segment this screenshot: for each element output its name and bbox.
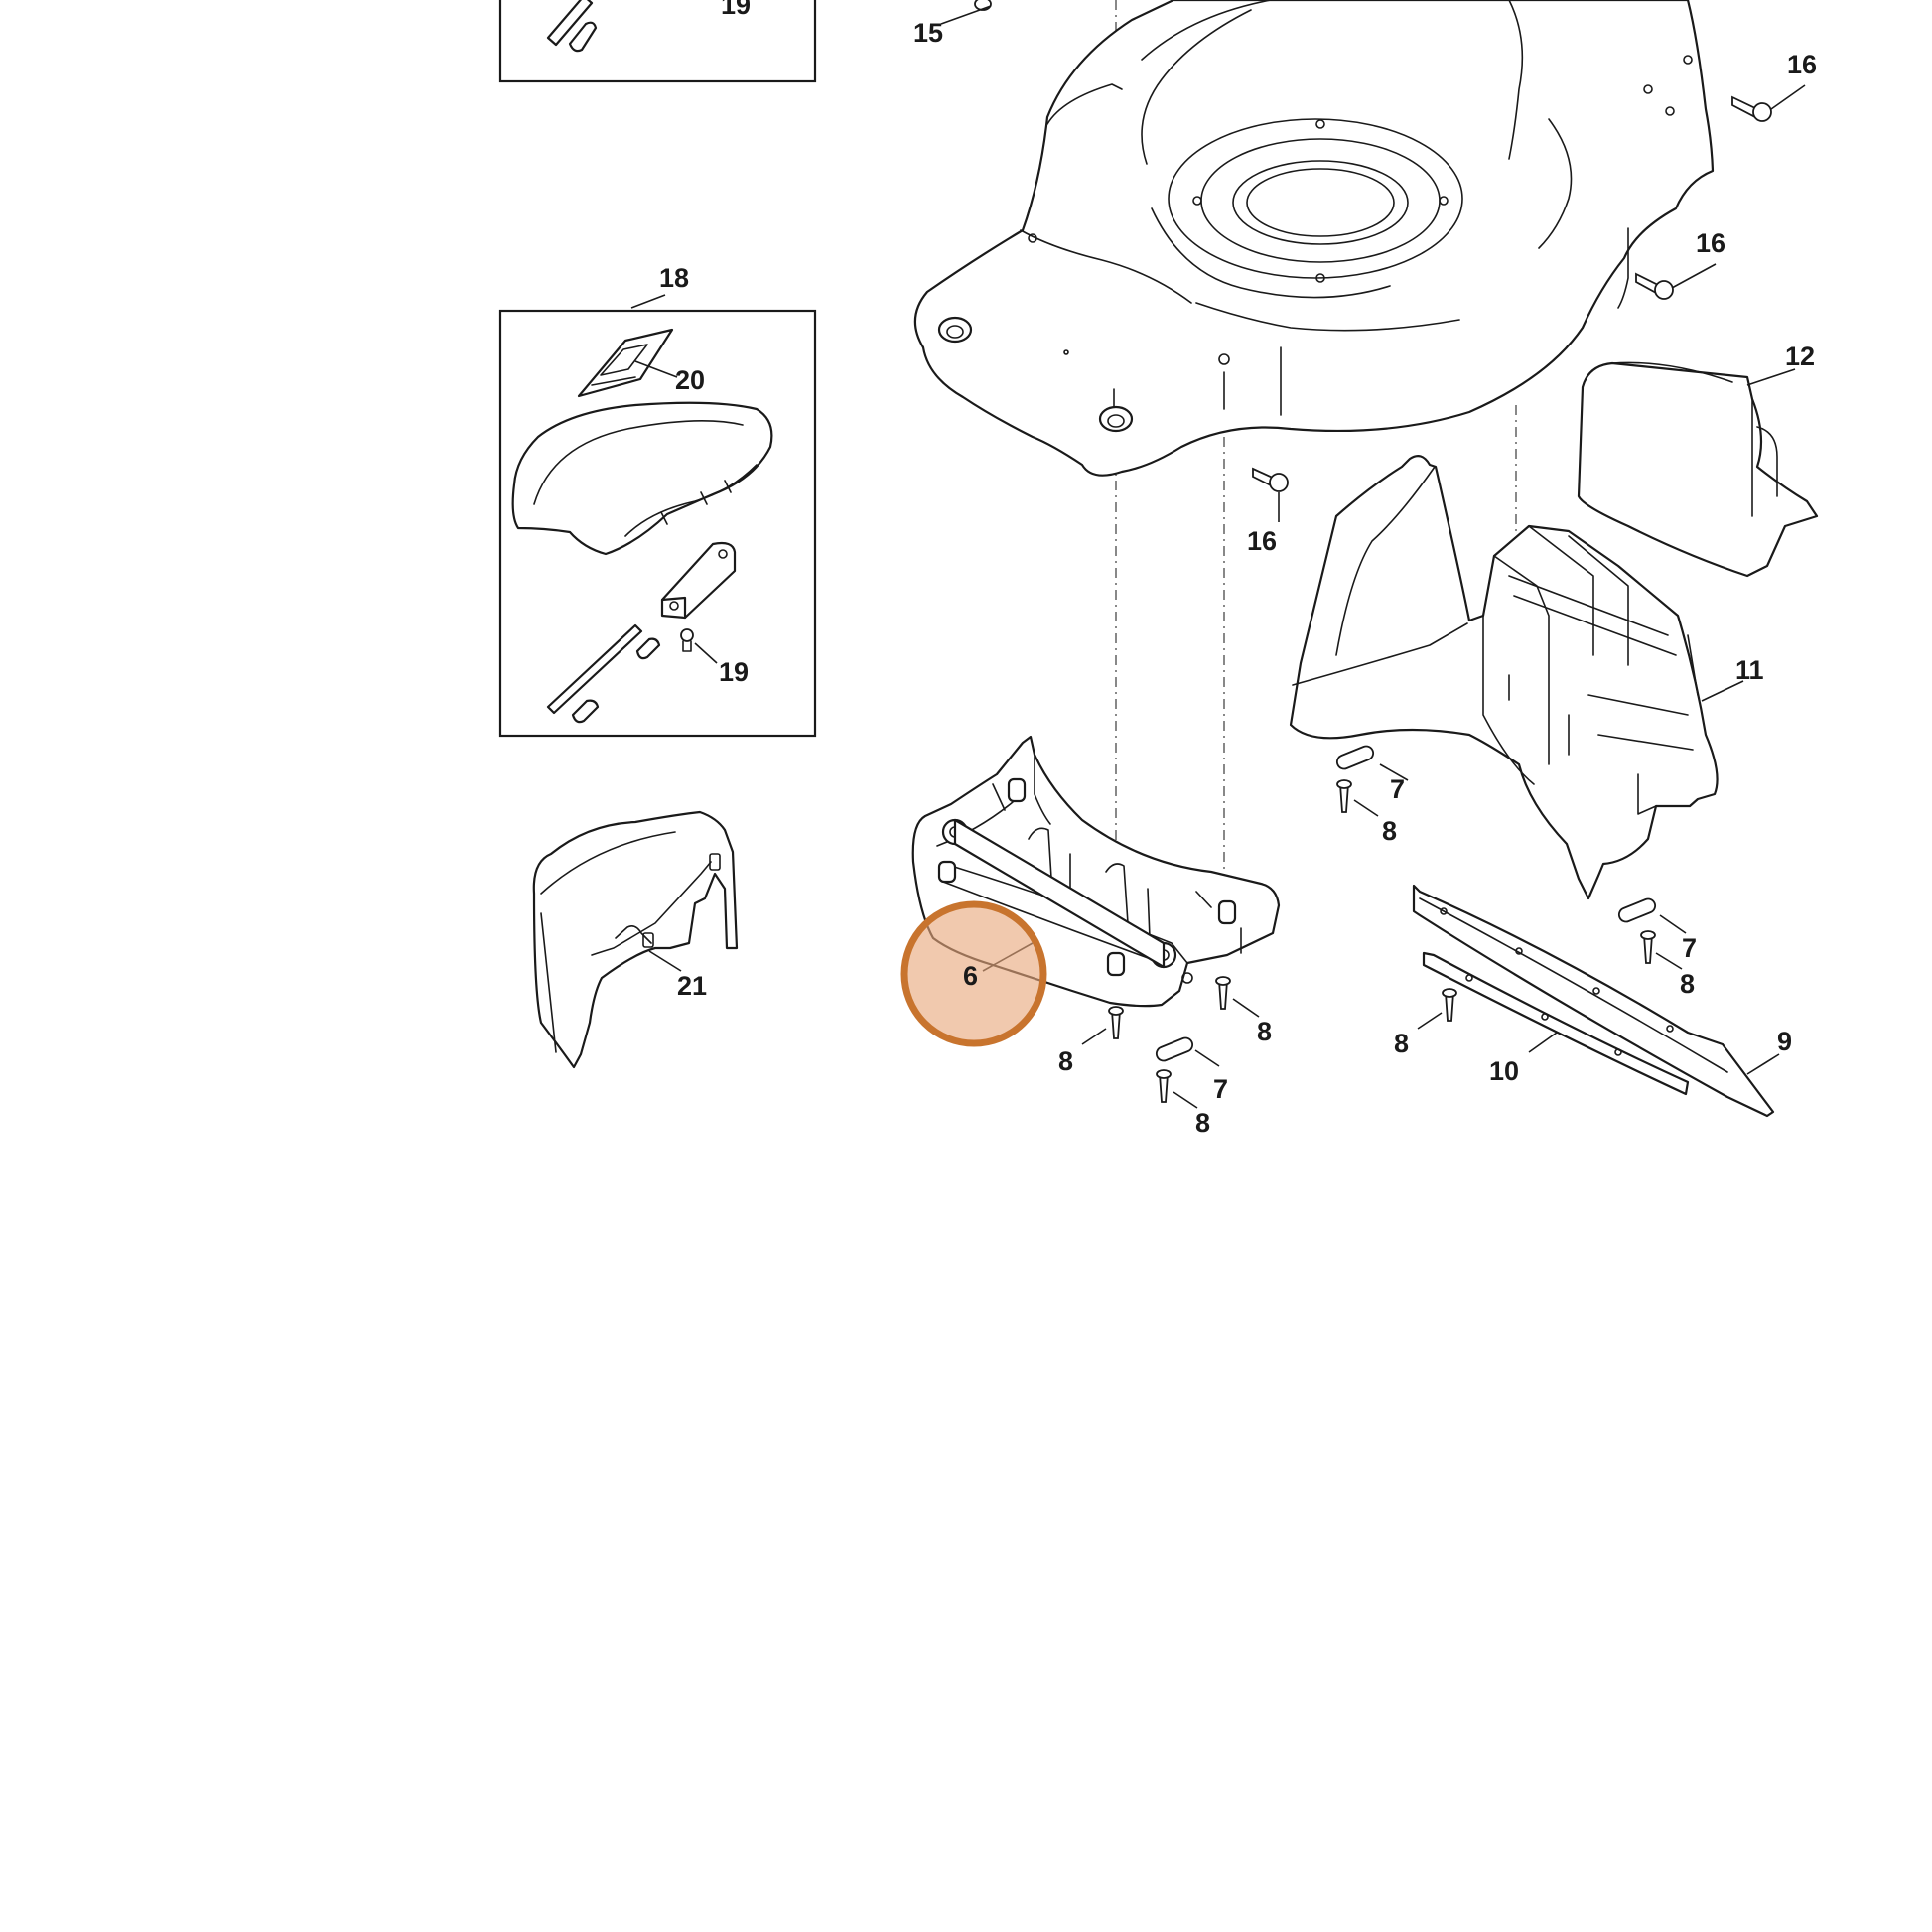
- inset-box-top: [498, 0, 817, 83]
- screw-part-16c: [1252, 467, 1289, 492]
- small-screw-part: [680, 628, 694, 652]
- spacer-part-7b: [1155, 1036, 1194, 1062]
- label-decal-part: [577, 328, 674, 398]
- rod-part: [546, 623, 661, 724]
- callout-19: 19: [719, 657, 749, 687]
- callout-19-top: 19: [721, 0, 751, 20]
- screw-part-16b: [1635, 272, 1674, 300]
- screw-part-8d: [1156, 1069, 1172, 1103]
- mower-deck-housing: [913, 0, 1715, 477]
- highlight-marker[interactable]: [900, 900, 1047, 1047]
- screw-part-8e: [1640, 930, 1656, 964]
- callout-18: 18: [659, 263, 689, 293]
- callout-16-b: 16: [1696, 228, 1725, 258]
- callout-7-c: 7: [1682, 933, 1697, 963]
- pin-part: [546, 0, 598, 53]
- spacer-part-7c: [1617, 897, 1657, 923]
- screw-part-8b: [1108, 1006, 1124, 1039]
- callout-8-d: 8: [1195, 1108, 1210, 1138]
- callout-10: 10: [1489, 1056, 1519, 1086]
- callout-21: 21: [677, 971, 707, 1001]
- callout-8-f: 8: [1394, 1029, 1409, 1058]
- rear-chute-part-11: [1289, 454, 1719, 900]
- callout-8-c: 8: [1257, 1017, 1272, 1046]
- screw-part-8a: [1336, 779, 1352, 813]
- strip-part-10: [1422, 951, 1690, 1096]
- callout-7-b: 7: [1213, 1074, 1228, 1104]
- callout-8-b: 8: [1058, 1046, 1073, 1076]
- leader-lines: [630, 5, 1806, 1109]
- callout-16-c: 16: [1247, 526, 1277, 556]
- screw-part-8f: [1442, 988, 1457, 1022]
- callout-11: 11: [1735, 655, 1764, 685]
- screw-part-8c: [1215, 976, 1231, 1010]
- strip-part-9: [1412, 884, 1775, 1118]
- callout-labels: 19 15 16 16 18 20 12 16 19 11 7 8 21 6 7…: [659, 0, 1817, 1138]
- callout-6: 6: [963, 961, 978, 991]
- callout-8-a: 8: [1382, 816, 1397, 846]
- handle-cover-part: [511, 401, 773, 556]
- spacer-part-7a: [1335, 745, 1375, 770]
- callout-12: 12: [1785, 342, 1815, 371]
- inset-box-18: [498, 309, 817, 738]
- axle-housing-part-6: [911, 735, 1281, 1008]
- rear-flap-part-21: [532, 810, 739, 1069]
- callout-9: 9: [1777, 1027, 1792, 1056]
- side-deflector-part-12: [1577, 361, 1819, 578]
- callout-8-e: 8: [1680, 969, 1695, 999]
- hinge-bracket-part: [660, 541, 737, 620]
- callout-7-a: 7: [1390, 774, 1405, 804]
- callout-20: 20: [675, 365, 705, 395]
- screw-part-16a: [1731, 95, 1772, 122]
- callout-16-a: 16: [1787, 50, 1817, 79]
- callout-15: 15: [913, 18, 943, 48]
